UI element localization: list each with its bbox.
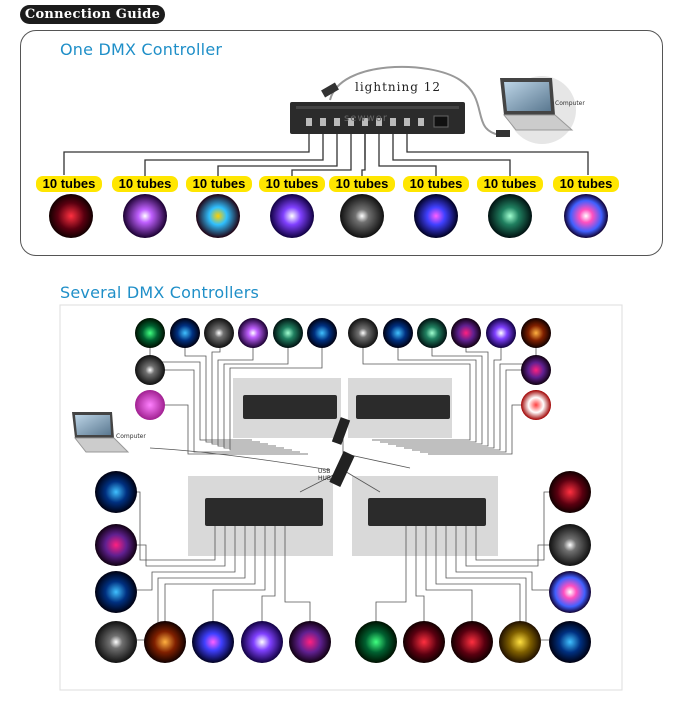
tube-label-5: 10 tubes (329, 176, 395, 192)
bottom-effects (95, 471, 591, 663)
usb-hub-label: USB HUB (318, 468, 332, 482)
dmx-controllers (205, 395, 486, 526)
tube-label-8: 10 tubes (553, 176, 619, 192)
one-controller-title: One DMX Controller (60, 40, 223, 59)
controller-label: lightning 12 (355, 80, 441, 94)
several-controllers-title: Several DMX Controllers (60, 283, 260, 302)
lightning-controller (290, 102, 465, 134)
tube-label-7: 10 tubes (477, 176, 543, 192)
tube-label-1: 10 tubes (36, 176, 102, 192)
tube-label-6: 10 tubes (403, 176, 469, 192)
computer-laptop (500, 76, 576, 144)
tube-label-3: 10 tubes (186, 176, 252, 192)
top-effects (135, 318, 551, 420)
connection-guide-tab: Connection Guide (20, 5, 165, 24)
usb-hub (329, 417, 355, 487)
computer-laptop-2 (72, 412, 130, 453)
tube-effects-row (49, 194, 608, 238)
tube-label-4: 10 tubes (259, 176, 325, 192)
computer-label-2: Computer (116, 433, 146, 440)
tube-cables (63, 134, 589, 177)
computer-label: Computer (555, 100, 585, 107)
tube-label-2: 10 tubes (112, 176, 178, 192)
watermark: sewwor (344, 113, 388, 124)
usb-connector (496, 130, 510, 137)
